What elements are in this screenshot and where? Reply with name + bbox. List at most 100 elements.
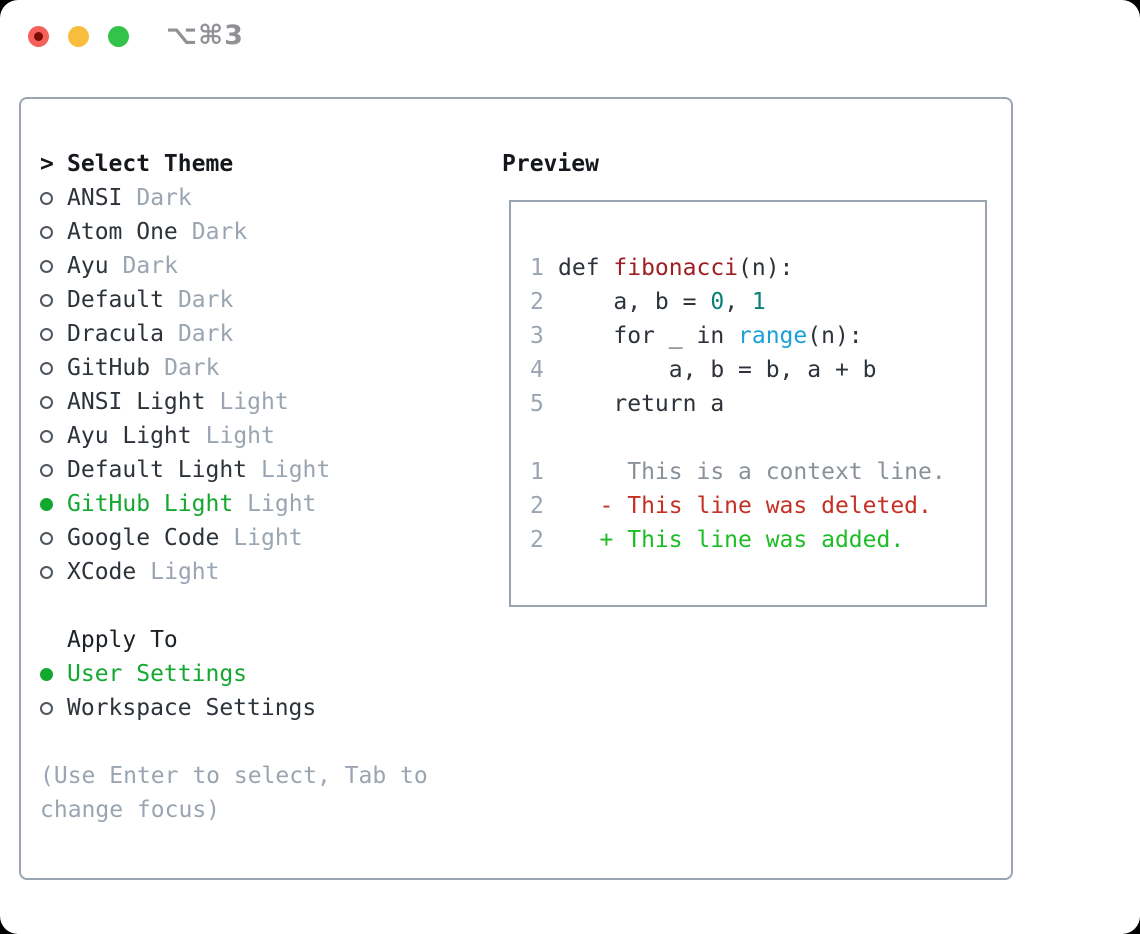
radio-selected-icon: [40, 497, 53, 511]
radio-icon: [40, 327, 53, 341]
apply-option-user-settings[interactable]: User Settings: [40, 657, 428, 691]
radio-icon: [40, 293, 53, 307]
theme-option-label: XCode: [67, 559, 137, 585]
diff-line: 2 + This line was added.: [530, 523, 985, 557]
window-titlebar: ⌥⌘3: [0, 0, 1140, 97]
line-number: 5: [530, 391, 544, 417]
keyboard-hint: (Use Enter to select, Tab to change focu…: [40, 759, 428, 827]
radio-icon: [40, 531, 53, 545]
spacer: [40, 589, 428, 623]
theme-option-default[interactable]: Default Dark: [40, 283, 428, 317]
line-number: 2: [530, 493, 544, 519]
theme-variant: Light: [219, 389, 289, 415]
theme-option-ansi-light[interactable]: ANSI Light Light: [40, 385, 428, 419]
theme-variant: Dark: [177, 321, 234, 347]
line-number: 1: [530, 459, 544, 485]
code-line: 4 a, b = b, a + b: [530, 353, 985, 387]
code-line: 5 return a: [530, 387, 985, 421]
radio-icon: [40, 361, 53, 375]
line-number: 4: [530, 357, 544, 383]
theme-option-label: ANSI: [67, 185, 123, 211]
select-theme-header: > Select Theme: [40, 147, 428, 181]
hint-line: change focus): [40, 797, 221, 823]
code-token: + This line was added.: [558, 527, 905, 553]
code-line: 3 for _ in range(n):: [530, 319, 985, 353]
code-token: a, b = b, a + b: [558, 357, 877, 383]
theme-variant: Light: [205, 423, 275, 449]
select-theme-title: Select Theme: [67, 151, 234, 177]
radio-icon: [40, 429, 53, 443]
theme-option-label: Dracula: [67, 321, 164, 347]
theme-variant: Light: [150, 559, 220, 585]
theme-option-ayu[interactable]: Ayu Dark: [40, 249, 428, 283]
code-line: 2 a, b = 0, 1: [530, 285, 985, 319]
preview-title: Preview: [502, 151, 599, 177]
theme-option-ansi[interactable]: ANSI Dark: [40, 181, 428, 215]
apply-to-header: Apply To: [40, 623, 428, 657]
window-title: ⌥⌘3: [166, 20, 244, 51]
line-number: 2: [530, 527, 544, 553]
theme-variant: Dark: [122, 253, 178, 279]
theme-variant: Dark: [191, 219, 248, 245]
theme-option-github[interactable]: GitHub Dark: [40, 351, 428, 385]
apply-option-workspace-settings[interactable]: Workspace Settings: [40, 691, 428, 725]
code-token: This is a context line.: [558, 459, 946, 485]
code-line: 1 def fibonacci(n):: [530, 251, 985, 285]
code-line: [530, 421, 985, 455]
radio-icon: [40, 259, 53, 273]
theme-option-label: ANSI Light: [67, 389, 206, 415]
theme-option-ayu-light[interactable]: Ayu Light Light: [40, 419, 428, 453]
radio-selected-icon: [40, 667, 53, 681]
code-token: range: [738, 323, 808, 349]
theme-variant: Dark: [177, 287, 234, 313]
minimize-button[interactable]: [68, 26, 89, 47]
theme-option-xcode[interactable]: XCode Light: [40, 555, 428, 589]
code-token: 0: [710, 289, 725, 315]
theme-option-label: Google Code: [67, 525, 220, 551]
theme-option-label: GitHub Light: [67, 491, 234, 517]
code-token: for _ in: [558, 323, 739, 349]
line-number: 1: [530, 255, 544, 281]
theme-option-google-code[interactable]: Google Code Light: [40, 521, 428, 555]
theme-option-label: Ayu Light: [67, 423, 192, 449]
theme-option-label: Default: [67, 287, 164, 313]
theme-option-label: Default Light: [67, 457, 248, 483]
code-token: ,: [724, 289, 752, 315]
radio-icon: [40, 191, 53, 205]
theme-variant: Dark: [164, 355, 220, 381]
theme-option-default-light[interactable]: Default Light Light: [40, 453, 428, 487]
line-number: 2: [530, 289, 544, 315]
radio-icon: [40, 225, 53, 239]
theme-variant: Dark: [136, 185, 192, 211]
theme-variant: Light: [233, 525, 303, 551]
apply-option-label: User Settings: [67, 661, 248, 687]
theme-option-label: GitHub: [67, 355, 151, 381]
close-button[interactable]: [28, 26, 49, 47]
radio-icon: [40, 565, 53, 579]
prompt-chevron-icon: >: [40, 151, 54, 177]
theme-variant: Light: [261, 457, 331, 483]
apply-to-title: Apply To: [67, 627, 178, 653]
theme-option-dracula[interactable]: Dracula Dark: [40, 317, 428, 351]
zoom-button[interactable]: [108, 26, 129, 47]
traffic-lights: [28, 26, 129, 47]
theme-option-label: Ayu: [67, 253, 109, 279]
spacer: [40, 725, 428, 759]
code-token: (n):: [807, 323, 863, 349]
code-token: (n):: [738, 255, 794, 281]
radio-icon: [40, 701, 53, 715]
code-token: def: [558, 255, 614, 281]
code-token: - This line was deleted.: [558, 493, 932, 519]
line-number: 3: [530, 323, 544, 349]
code-token: fibonacci: [613, 255, 739, 281]
code-token: return a: [558, 391, 725, 417]
